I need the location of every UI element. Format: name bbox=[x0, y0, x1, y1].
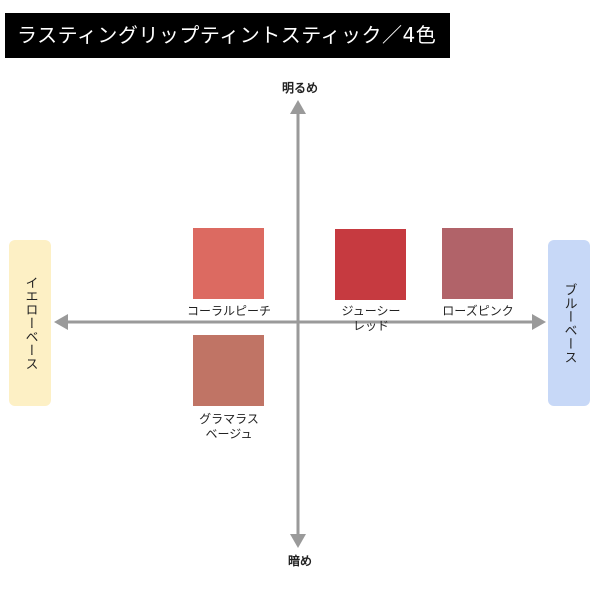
swatch-label-coral-peach: コーラルピーチ bbox=[186, 304, 271, 318]
swatch-coral-peach bbox=[193, 228, 264, 299]
yellow-base-label: イエローベース bbox=[22, 275, 38, 371]
swatch-glamorous-beige bbox=[193, 335, 264, 406]
swatch-rose-pink bbox=[442, 228, 513, 299]
swatch-juicy-red bbox=[335, 229, 406, 300]
swatch-label-juicy-red: ジューシー レッド bbox=[341, 304, 401, 333]
arrow-down-icon bbox=[290, 534, 306, 548]
yellow-base-box: イエローベース bbox=[9, 240, 51, 406]
swatch-label-glamorous-beige: グラマラス ベージュ bbox=[199, 412, 259, 441]
title-bar: ラスティングリップティントスティック／4色 bbox=[5, 13, 450, 58]
swatch-label-rose-pink: ローズピンク bbox=[442, 304, 514, 318]
page-title: ラスティングリップティントスティック／4色 bbox=[17, 23, 437, 47]
blue-base-box: ブルーベース bbox=[548, 240, 590, 406]
axis-bottom-label: 暗め bbox=[287, 554, 312, 568]
axis-top-label: 明るめ bbox=[281, 81, 318, 95]
blue-base-label: ブルーベース bbox=[561, 282, 577, 364]
arrow-left-icon bbox=[54, 314, 68, 330]
arrow-up-icon bbox=[290, 100, 306, 114]
arrow-right-icon bbox=[532, 314, 546, 330]
